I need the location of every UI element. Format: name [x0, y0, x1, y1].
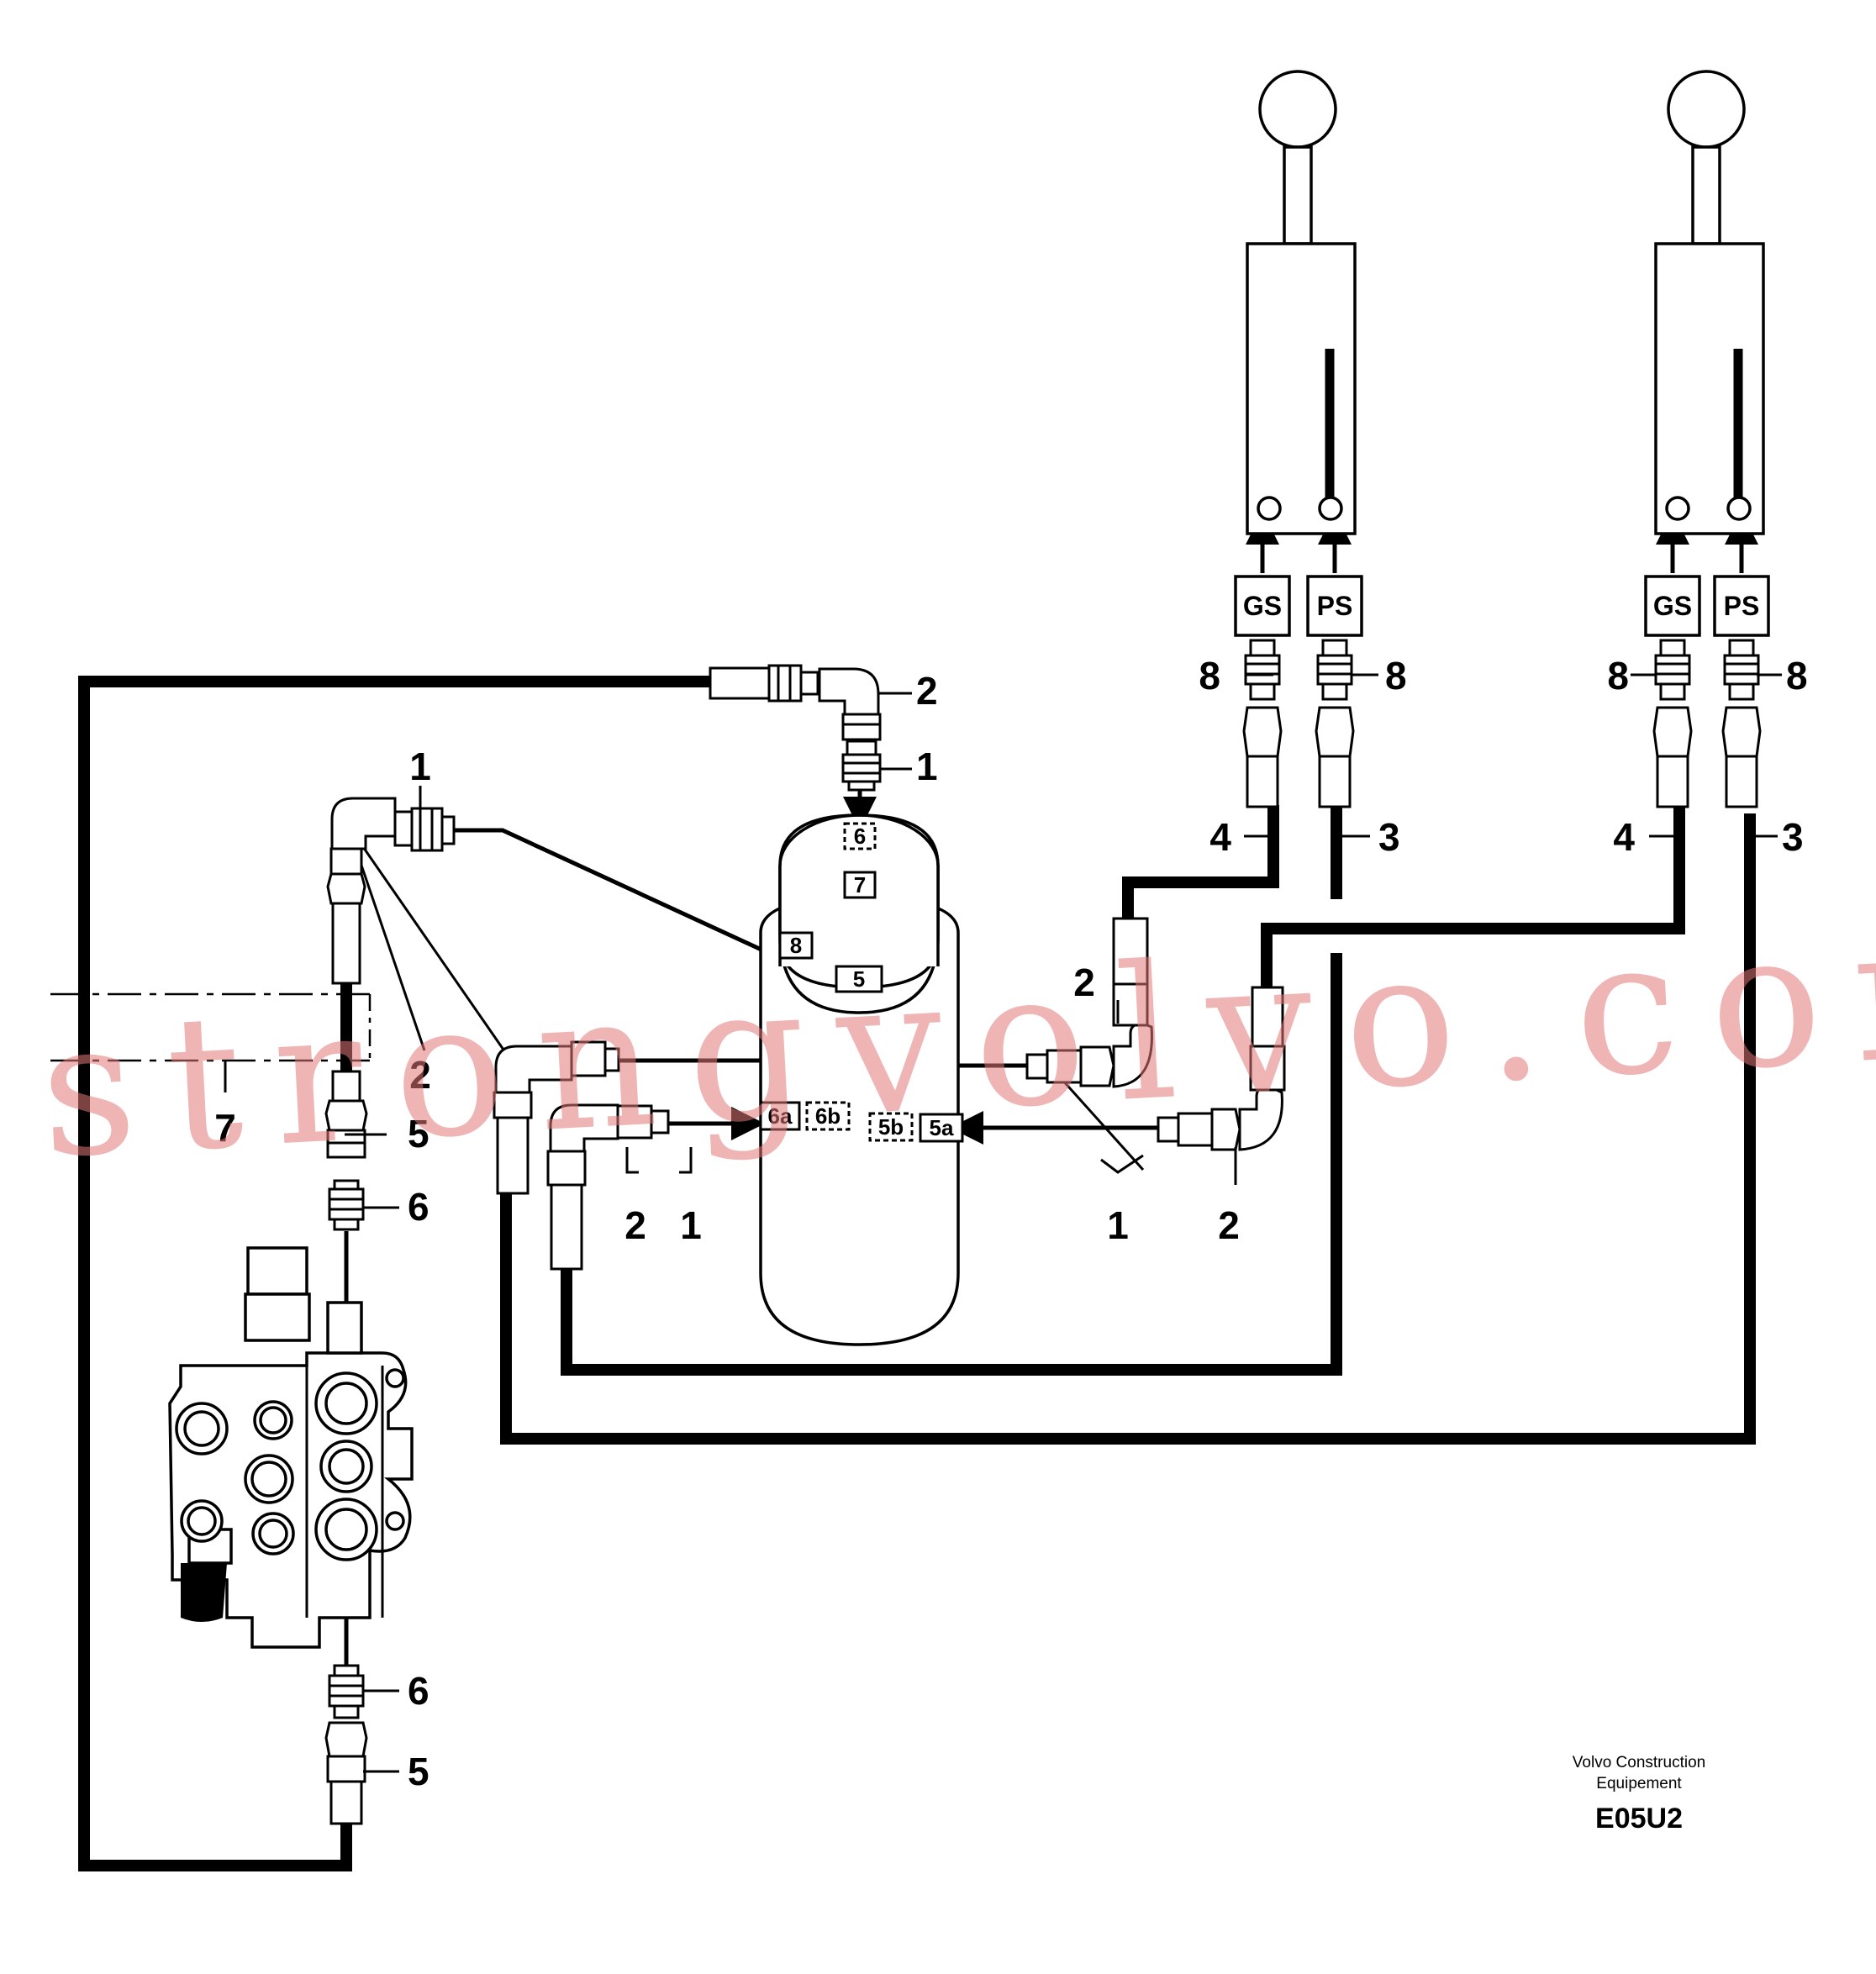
thin-line-left-diagonal-2	[360, 844, 513, 1061]
rotary-joint	[759, 813, 960, 1346]
port-label-7: 7	[854, 872, 866, 898]
fittings-mid-left	[493, 1040, 670, 1271]
rotation-axis	[50, 992, 372, 1092]
port-boxes: 6 7 8 5 6a 6b 5b 5a	[759, 822, 964, 1143]
hose-lines	[78, 676, 1756, 1871]
hose-bottom-loop-inner	[561, 953, 1342, 1376]
port-box-5b	[868, 1112, 914, 1142]
callout-6-lower: 6	[408, 1669, 429, 1713]
callout-2-top: 2	[916, 669, 938, 713]
ps-box-right	[1713, 575, 1770, 637]
drawing-footer: Volvo Construction Equipement E05U2	[1521, 1752, 1757, 1835]
callout-3-a: 3	[1378, 815, 1400, 859]
gs-label-left: GS	[1243, 591, 1282, 621]
fittings-mid-right	[1025, 917, 1286, 1151]
callout-5-lower: 5	[408, 1750, 429, 1793]
port-box-5	[835, 965, 883, 993]
port-label-5a: 5a	[930, 1115, 954, 1140]
ps-box-left	[1306, 575, 1363, 637]
hose-to-gs-right	[1261, 807, 1685, 987]
port-box-5a	[919, 1113, 964, 1143]
gs-box-left	[1234, 575, 1291, 637]
callout-1-right: 1	[1107, 1203, 1129, 1247]
joystick-right	[1654, 70, 1765, 535]
thin-line-left-diagonal	[356, 852, 426, 1051]
callout-8-d: 8	[1786, 654, 1808, 697]
gs-label-right: GS	[1653, 591, 1692, 621]
port-label-6b: 6b	[815, 1103, 841, 1129]
callout-8-a: 8	[1199, 654, 1220, 697]
fittings-top	[709, 664, 882, 792]
callout-1-left: 1	[409, 745, 431, 788]
callouts: 1 2 1 2 7 5 6 6 5 2 1 2 1 2 8 8 8 8 4 3 …	[214, 654, 1807, 1793]
callout-8-c: 8	[1607, 654, 1629, 697]
publisher-line-2: Equipement	[1596, 1775, 1682, 1792]
hose-outer-loop	[78, 676, 714, 1871]
callout-1-mid: 1	[680, 1203, 702, 1247]
port-label-6a: 6a	[768, 1103, 793, 1129]
port-box-7	[843, 871, 877, 899]
callout-2-right: 2	[1073, 961, 1095, 1004]
gs-box-right	[1644, 575, 1701, 637]
drawing-code: E05U2	[1595, 1803, 1683, 1835]
ps-label-left: PS	[1317, 591, 1353, 621]
callout-5-upper: 5	[408, 1112, 429, 1155]
callout-8-b: 8	[1385, 654, 1407, 697]
callout-6-upper: 6	[408, 1185, 429, 1229]
callout-2-mid: 2	[624, 1203, 646, 1247]
fittings-lower-left	[324, 1664, 368, 1825]
callout-2-right-low: 2	[1218, 1203, 1240, 1247]
line-to-port-5	[450, 828, 839, 987]
hose-to-gs-left	[1122, 805, 1279, 919]
callout-1-top: 1	[916, 745, 938, 788]
port-label-5b: 5b	[878, 1114, 904, 1140]
leader-lines	[345, 673, 1782, 1773]
port-box-6-top	[843, 822, 877, 850]
port-label-5: 5	[853, 966, 865, 992]
fittings-joystick	[1242, 639, 1762, 808]
callout-7-left: 7	[214, 1106, 236, 1150]
control-valve-block	[168, 1246, 414, 1649]
joystick-left	[1246, 70, 1357, 535]
port-box-6b	[805, 1101, 851, 1131]
thin-line-right-cross	[1053, 1070, 1145, 1171]
port-label-8: 8	[790, 933, 802, 958]
callout-4-a: 4	[1209, 815, 1231, 859]
callout-4-b: 4	[1613, 815, 1635, 859]
publisher-line-1: Volvo Construction	[1572, 1754, 1706, 1771]
callout-2-left: 2	[409, 1053, 431, 1097]
port-box-8	[778, 931, 814, 960]
port-label-6-top: 6	[854, 824, 866, 849]
callout-3-b: 3	[1782, 815, 1804, 859]
ps-label-right: PS	[1724, 591, 1760, 621]
port-box-6a	[759, 1101, 801, 1131]
valve-boxes: GS PS GS PS	[1234, 575, 1770, 637]
fittings-left-elbow	[324, 797, 456, 1231]
hose-bottom-loop-outer	[500, 813, 1756, 1445]
